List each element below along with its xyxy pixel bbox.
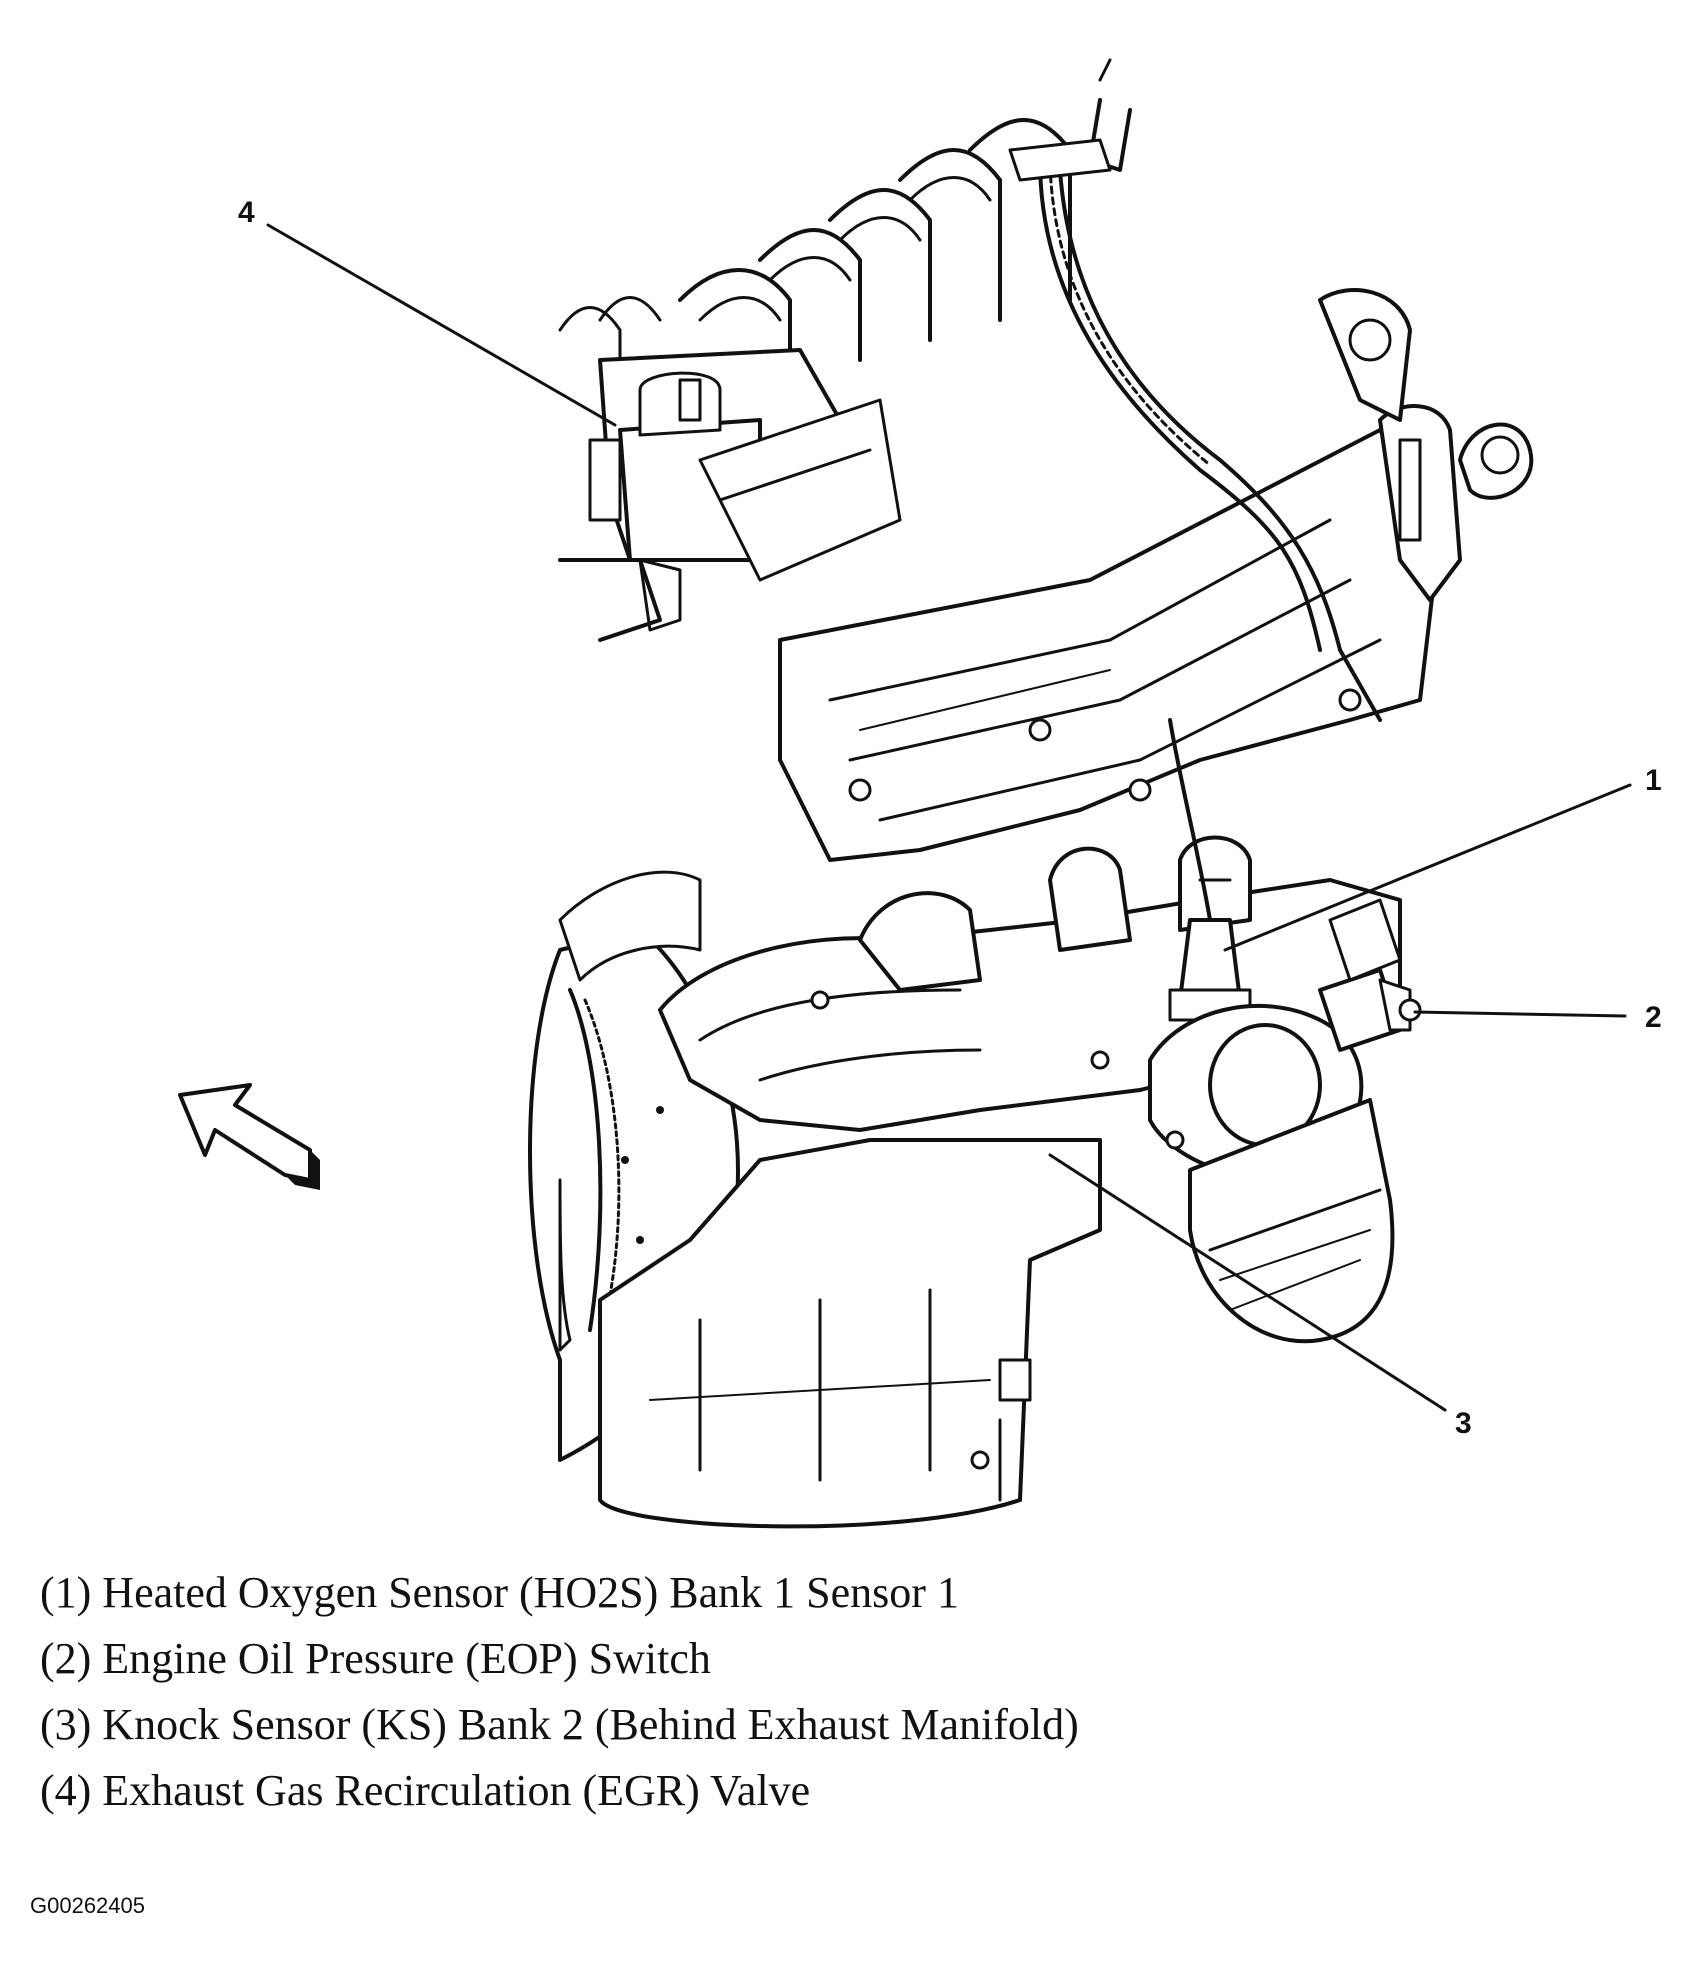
oil-filter — [1148, 1003, 1395, 1344]
legend-item-4: (4) Exhaust Gas Recirculation (EGR) Valv… — [40, 1766, 811, 1815]
arrow-up-left-icon — [178, 1083, 320, 1190]
egr-valve — [558, 348, 902, 642]
leader-line-4 — [266, 223, 617, 427]
leader-line-2 — [1413, 1010, 1627, 1018]
wiring-harness — [1008, 58, 1382, 722]
legend-item-2: (2) Engine Oil Pressure (EOP) Switch — [40, 1634, 711, 1683]
callout-1: 1 — [1645, 764, 1662, 797]
legend-item-3: (3) Knock Sensor (KS) Bank 2 (Behind Exh… — [40, 1700, 1079, 1749]
lift-bracket — [1318, 288, 1534, 602]
leader-line-3 — [1048, 1153, 1447, 1412]
legend-item-1: (1) Heated Oxygen Sensor (HO2S) Bank 1 S… — [40, 1568, 959, 1617]
callout-3: 3 — [1455, 1407, 1472, 1440]
leader-line-1 — [1223, 783, 1632, 952]
legend: (1) Heated Oxygen Sensor (HO2S) Bank 1 S… — [40, 1560, 1079, 1824]
figure-id: G00262405 — [30, 1893, 145, 1918]
eop-switch — [1318, 898, 1422, 1052]
intake-runners — [558, 118, 1072, 422]
engine-block — [598, 1138, 1102, 1529]
callout-2: 2 — [1645, 1001, 1662, 1034]
callout-4: 4 — [238, 196, 255, 229]
